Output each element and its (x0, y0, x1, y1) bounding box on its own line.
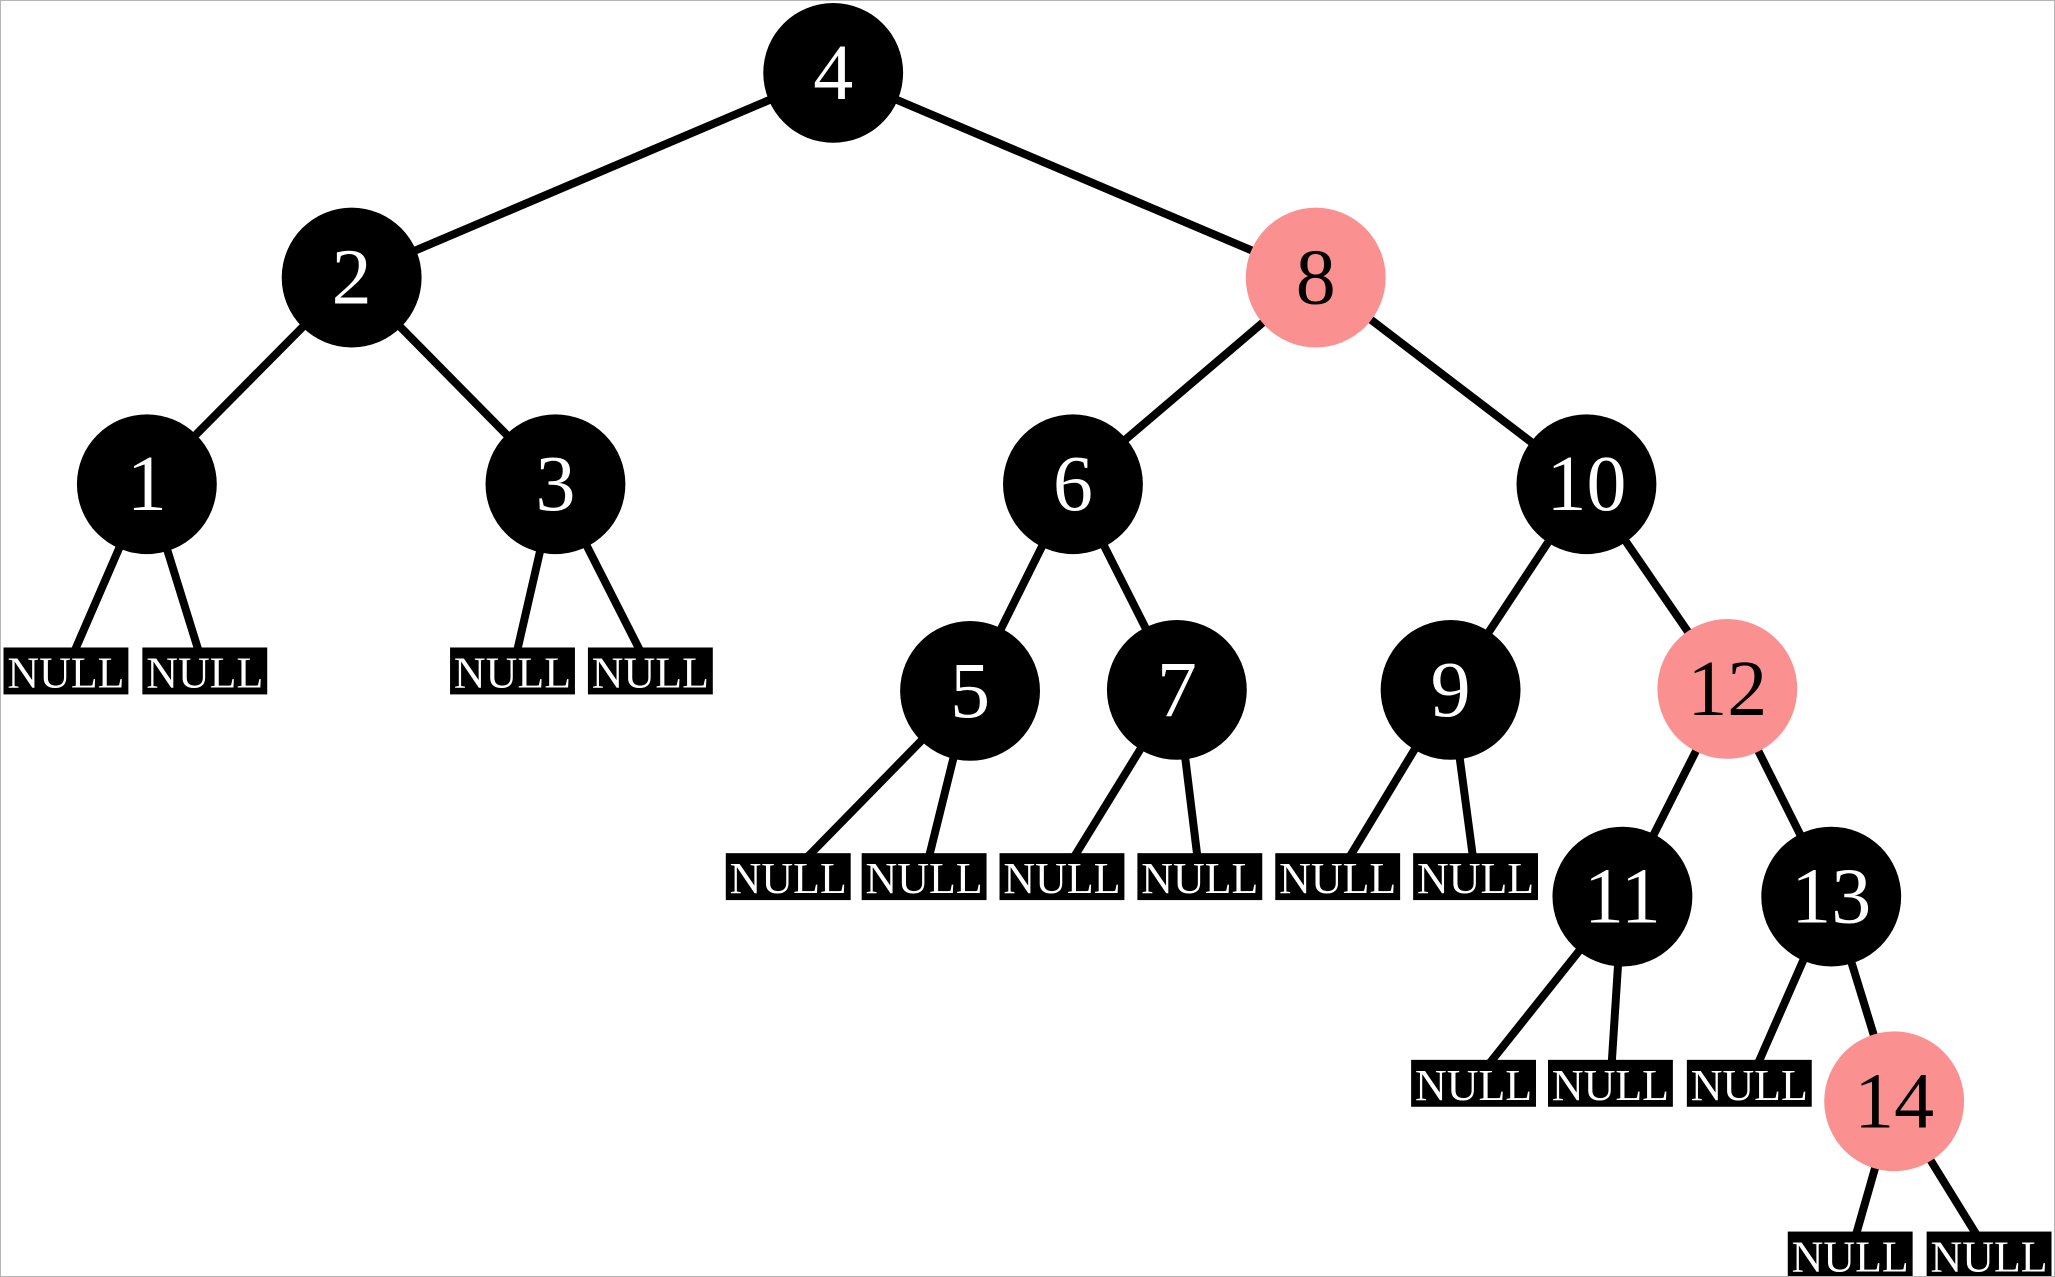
tree-node-2 (281, 207, 422, 348)
node-label-5: 5 (950, 647, 990, 735)
node-label-9: 9 (1431, 646, 1471, 734)
null-leaf-box-null-7L (999, 853, 1125, 901)
null-leaf-label-null-14L: NULL (1792, 1233, 1909, 1276)
null-leaf-label-null-5L: NULL (730, 854, 847, 903)
tree-node-6 (1003, 414, 1143, 555)
null-leaf-label-null-14R: NULL (1930, 1233, 2047, 1276)
null-leaf-box-null-7R (1137, 853, 1263, 901)
null-leaf-box-null-5R (861, 853, 987, 901)
null-leaf-label-null-1L: NULL (7, 648, 124, 697)
node-label-12: 12 (1687, 645, 1767, 733)
null-leaf-box-null-9R (1413, 853, 1539, 901)
node-label-10: 10 (1547, 440, 1627, 528)
null-leaf-box-null-3R (587, 647, 713, 695)
tree-node-4 (763, 2, 904, 143)
node-label-1: 1 (127, 440, 167, 528)
null-leaf-label-null-13L: NULL (1691, 1061, 1808, 1110)
tree-node-8 (1245, 207, 1386, 348)
null-leaf-label-null-5R: NULL (866, 854, 983, 903)
tree-node-5 (900, 621, 1040, 761)
null-leaf-box-null-11L (1411, 1059, 1537, 1107)
tree-node-11 (1552, 826, 1693, 967)
null-leaf-box-null-14L (1787, 1231, 1913, 1276)
null-leaf-label-null-9R: NULL (1417, 854, 1534, 903)
tree-node-9 (1380, 620, 1521, 760)
tree-node-13 (1761, 826, 1902, 967)
tree-edge-4-8 (831, 69, 1318, 282)
null-leaf-label-null-1R: NULL (146, 648, 263, 697)
null-leaf-label-null-7L: NULL (1003, 854, 1120, 903)
null-leaf-box-null-14R (1926, 1231, 2052, 1276)
tree-node-1 (76, 414, 217, 555)
null-leaf-label-null-3R: NULL (592, 648, 709, 697)
tree-node-10 (1516, 414, 1657, 555)
null-leaf-label-null-9L: NULL (1279, 854, 1396, 903)
node-label-3: 3 (535, 440, 575, 528)
node-label-11: 11 (1584, 853, 1661, 941)
null-leaf-label-null-7R: NULL (1141, 854, 1258, 903)
node-label-2: 2 (332, 234, 372, 322)
node-label-13: 13 (1791, 853, 1871, 941)
null-leaf-box-null-1R (142, 647, 268, 695)
null-leaf-label-null-3L: NULL (454, 648, 571, 697)
null-leaf-box-null-11R (1547, 1059, 1673, 1107)
null-leaf-label-null-11R: NULL (1552, 1061, 1669, 1110)
null-leaf-box-null-5L (725, 853, 851, 901)
tree-edge-4-2 (350, 69, 835, 282)
node-label-14: 14 (1854, 1057, 1934, 1145)
tree-node-7 (1106, 620, 1247, 760)
null-leaf-box-null-3L (450, 647, 575, 695)
node-label-4: 4 (813, 29, 853, 117)
tree-node-14 (1824, 1031, 1965, 1172)
null-leaf-box-null-13L (1686, 1059, 1812, 1107)
node-label-8: 8 (1296, 234, 1336, 322)
node-label-6: 6 (1053, 440, 1093, 528)
node-label-7: 7 (1157, 646, 1197, 734)
tree-node-12 (1657, 619, 1798, 759)
null-leaf-label-null-11L: NULL (1415, 1061, 1532, 1110)
null-leaf-box-null-1L (3, 647, 129, 695)
null-leaf-box-null-9L (1275, 853, 1401, 901)
tree-node-3 (485, 414, 626, 555)
